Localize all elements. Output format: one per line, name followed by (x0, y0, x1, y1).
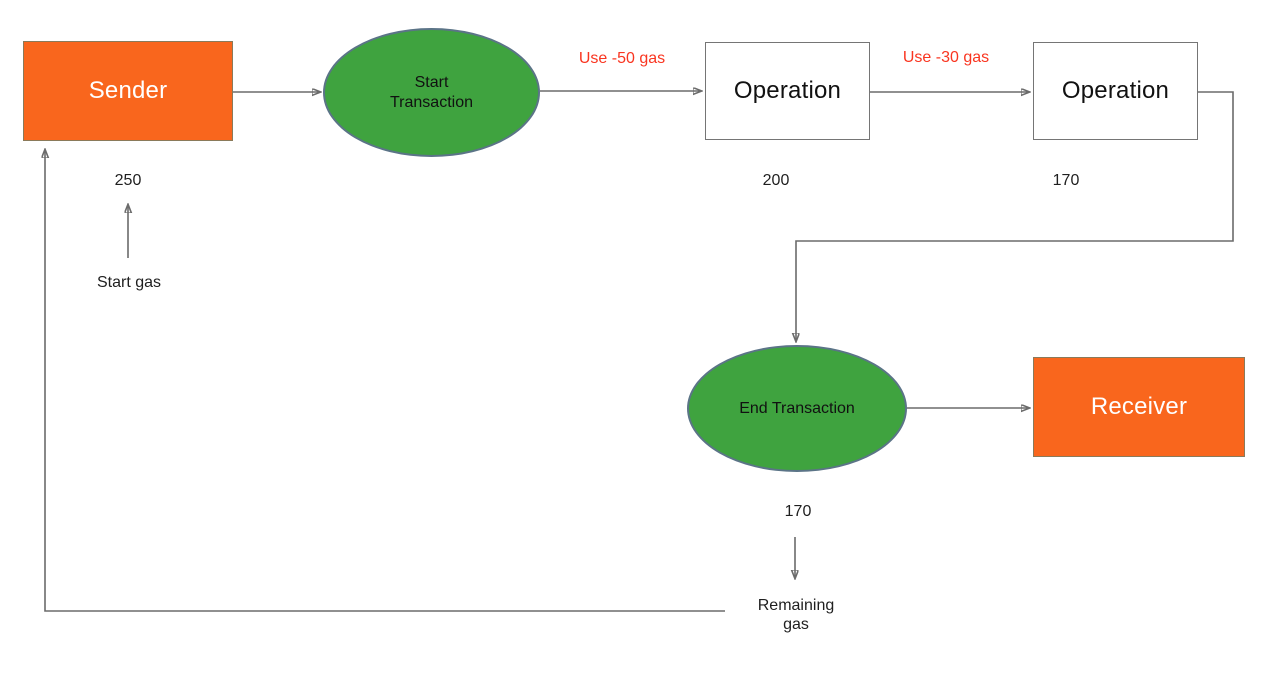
node-operation-1: Operation (705, 42, 870, 140)
node-sender: Sender (23, 41, 233, 141)
node-operation-2-label: Operation (1061, 77, 1170, 104)
edge-label-use-50-gas: Use -50 gas (578, 50, 666, 67)
node-operation-2: Operation (1033, 42, 1198, 140)
connector-operation-2-to-end-transaction (796, 91, 1234, 341)
connector-remaining-gas-to-sender (45, 150, 725, 612)
node-operation-1-label: Operation (733, 77, 842, 104)
annotation-start-gas: Start gas (96, 274, 162, 291)
node-receiver-label: Receiver (1090, 393, 1188, 420)
gas-value-start: 250 (114, 172, 142, 189)
annotation-remaining-gas: Remaining gas (757, 597, 835, 633)
node-receiver: Receiver (1033, 357, 1245, 457)
edge-label-use-30-gas: Use -30 gas (902, 49, 990, 66)
node-start-transaction: Start Transaction (323, 28, 540, 157)
gas-value-end: 170 (784, 503, 812, 520)
gas-value-after-operation-2: 170 (1052, 172, 1080, 189)
node-end-transaction-label: End Transaction (739, 399, 855, 417)
node-end-transaction: End Transaction (687, 345, 907, 472)
node-sender-label: Sender (88, 77, 168, 104)
node-start-transaction-label: Start Transaction (390, 73, 473, 111)
gas-value-after-operation-1: 200 (762, 172, 790, 189)
